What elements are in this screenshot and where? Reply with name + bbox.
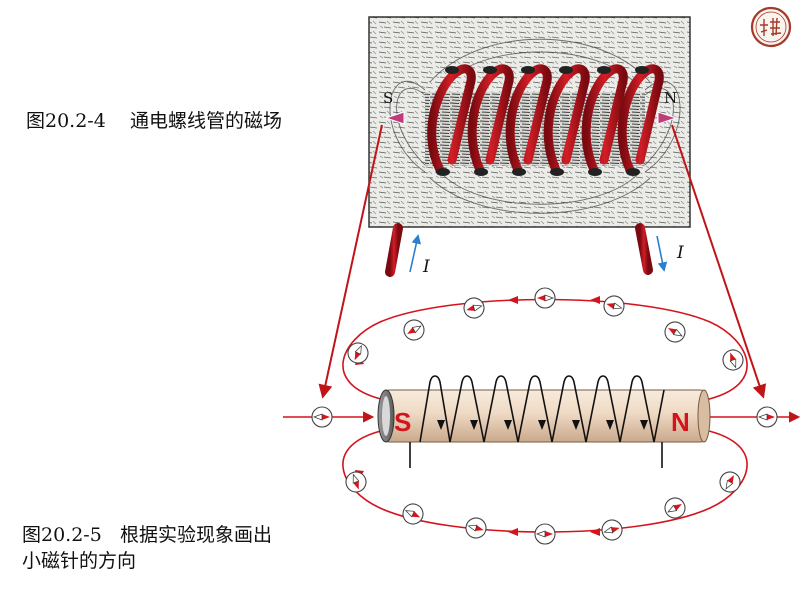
compass-needle-icon <box>534 523 556 545</box>
caption-number: 图20.2-5 <box>22 524 102 546</box>
connector-arrow-s <box>318 124 383 399</box>
compass-needle-icon <box>311 406 333 428</box>
compass-needle-icon <box>534 287 556 309</box>
diagram-coil <box>409 375 665 468</box>
compass-needle-icon <box>344 339 372 367</box>
photo-pole-n: N <box>664 89 677 107</box>
compass-needle-icon <box>715 467 745 497</box>
compass-needle-icon <box>719 346 747 374</box>
current-label-left: I <box>422 257 430 277</box>
coil-direction-arrows <box>437 420 648 430</box>
current-label-right: I <box>676 243 684 263</box>
caption-number: 图20.2-4 <box>26 110 106 132</box>
compass-needle-icon <box>461 295 487 321</box>
solenoid-body <box>377 389 711 443</box>
photo-compass-n <box>657 111 678 125</box>
photo-pole-s: S <box>383 89 393 107</box>
lead-wire-right <box>635 223 653 275</box>
caption-text-line2: 小磁针的方向 <box>22 550 137 572</box>
caption-text: 通电螺线管的磁场 <box>130 110 283 132</box>
coil-winding <box>427 64 664 176</box>
compass-needle-icon <box>399 500 427 528</box>
compass-needle-icon <box>399 315 429 345</box>
compass-needle-icon <box>342 468 370 496</box>
photo-compass-s <box>384 111 405 125</box>
caption-text-line1: 根据实验现象画出 <box>119 524 272 546</box>
lead-wire-left <box>385 223 403 277</box>
compass-needle-icon <box>599 517 625 543</box>
figure-20-2-4-caption: 图20.2-4 通电螺线管的磁场 <box>26 108 282 134</box>
current-arrow-down <box>656 235 668 272</box>
solenoid-photo <box>368 16 691 277</box>
current-arrow-up <box>409 234 422 273</box>
compass-needle-icon <box>601 293 627 319</box>
compass-needle-icon <box>756 406 778 428</box>
figure-20-2-5-caption: 图20.2-5 根据实验现象画出 小磁针的方向 <box>22 522 272 574</box>
seal-stamp-icon <box>750 6 792 48</box>
connector-arrow-n <box>671 124 767 399</box>
compass-needle-icon <box>660 317 690 347</box>
compass-needle-icon <box>463 515 489 541</box>
solenoid-pole-s: S <box>394 407 411 437</box>
solenoid-pole-n: N <box>671 407 690 437</box>
